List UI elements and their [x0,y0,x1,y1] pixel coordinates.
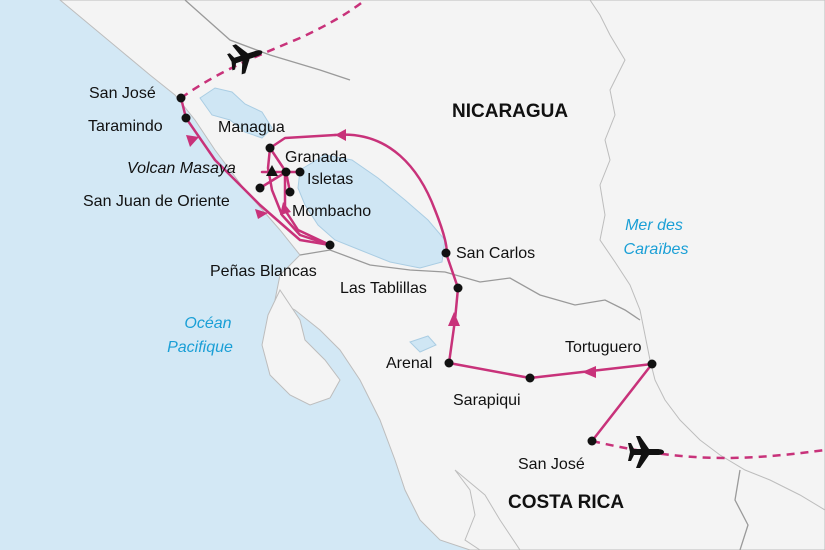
dot-granada [281,167,291,177]
arrow-icon [255,209,268,219]
label-arenal: Arenal [386,355,432,372]
nicoya-peninsula [261,288,341,406]
label-penas-blancas: Peñas Blancas [210,263,317,280]
osa-peninsula [454,469,521,550]
label-tortuguero: Tortuguero [565,339,642,356]
dot-las-tablillas [453,283,463,293]
label-san-jose-cr: San José [518,456,585,473]
arrow-icon [448,312,460,326]
sea-label-pacific-2: Pacifique [167,339,233,356]
land-mass [59,0,825,550]
flight-route-north [180,0,366,100]
arrow-icon [335,129,346,141]
national-border [299,249,641,321]
label-san-juan-de-oriente: San Juan de Oriente [83,193,230,210]
country-label-nicaragua: NICARAGUA [452,101,568,122]
label-mombacho: Mombacho [292,203,371,220]
border-costa-rica-panama [734,469,749,550]
dot-mombacho [285,187,295,197]
label-san-carlos: San Carlos [456,245,535,262]
dot-arenal [444,358,454,368]
arrow-icon [280,202,291,215]
gulf-of-nicoya [330,398,372,455]
label-volcan-masaya: Volcan Masaya [127,160,236,177]
dot-san-carlos [441,248,451,258]
label-managua: Managua [218,119,285,136]
border-honduras [184,0,351,81]
route-arrows [186,129,596,378]
arrow-icon [582,366,596,378]
label-las-tablillas: Las Tablillas [340,280,427,297]
dot-taramindo [181,113,191,123]
label-taramindo: Taramindo [88,118,163,135]
lake-nicaragua [297,154,446,269]
label-granada: Granada [285,149,347,166]
label-isletas: Isletas [307,171,353,188]
label-sarapiqui: Sarapiqui [453,392,521,409]
sea-label-pacific-1: Océan [184,315,231,332]
country-label-costa-rica: COSTA RICA [508,492,624,513]
sea-label-caribbean-2: Caraïbes [624,241,689,258]
dot-sarapiqui [525,373,535,383]
sea-label-caribbean-1: Mer des [625,217,683,234]
volcano-triangle-icon [266,165,278,176]
dot-isletas [295,167,305,177]
arrow-icon [186,135,199,147]
place-dots [176,93,657,446]
dot-san-jose-cr [587,436,597,446]
dot-managua [265,143,275,153]
dot-san-jose-nic [176,93,186,103]
dot-san-juan [255,183,265,193]
label-san-jose-nic: San José [89,85,156,102]
lake-managua [199,87,273,139]
dot-penas-blancas [325,240,335,250]
dot-tortuguero [647,359,657,369]
lake-arenal [409,335,437,353]
